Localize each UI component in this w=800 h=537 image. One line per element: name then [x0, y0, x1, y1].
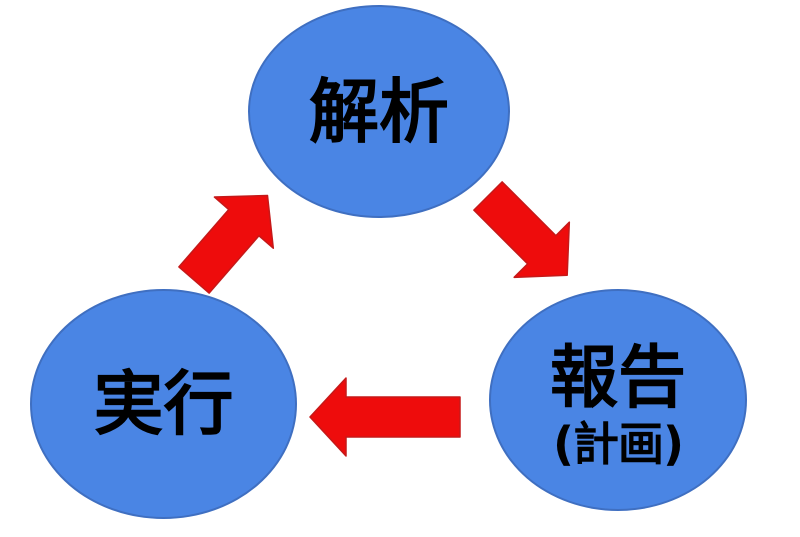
- node-report-label: 報告: [549, 339, 686, 418]
- node-report-sublabel: (計画): [552, 417, 684, 471]
- node-analysis-label: 解析: [309, 70, 449, 153]
- arrow-left-icon: [309, 377, 461, 457]
- node-execution: 実行: [30, 289, 297, 519]
- arrow-up-right-icon: [178, 194, 275, 294]
- node-report: 報告 (計画): [489, 289, 747, 511]
- node-analysis: 解析: [248, 5, 510, 218]
- node-execution-label: 実行: [93, 363, 234, 445]
- arrow-down-right-icon: [473, 181, 571, 279]
